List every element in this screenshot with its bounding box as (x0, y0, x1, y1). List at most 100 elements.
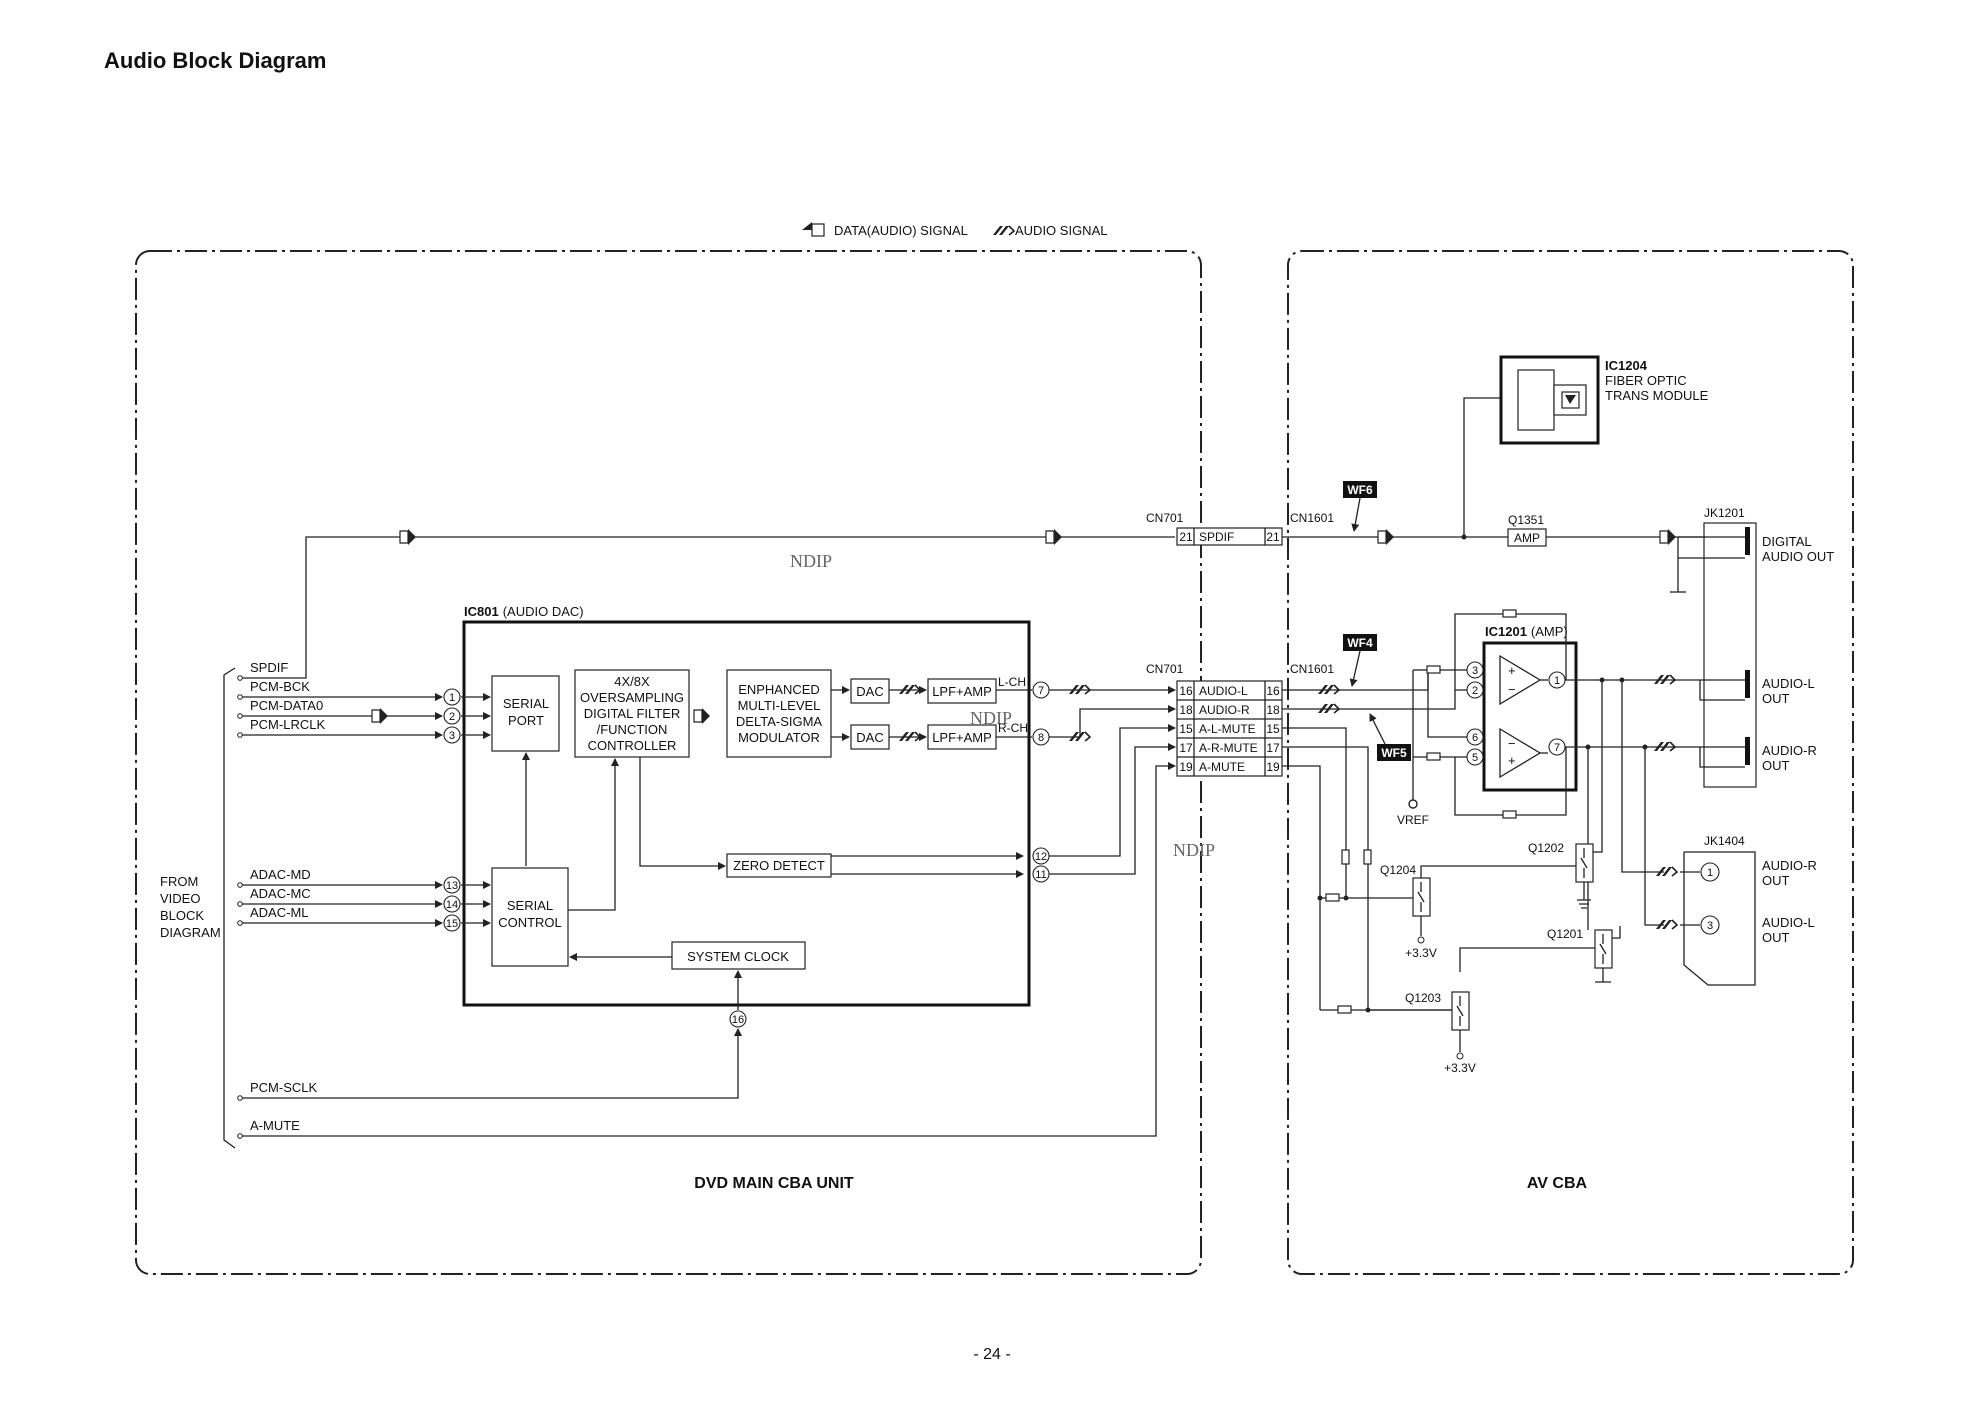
svg-text:18: 18 (1179, 703, 1193, 717)
data-signal-icon (1377, 528, 1395, 546)
jk1404-label: JK1404 (1704, 834, 1745, 848)
svg-text:DIGITAL FILTER: DIGITAL FILTER (584, 706, 681, 721)
a-mute-input-label: A-MUTE (250, 1118, 300, 1133)
pin-7: 7 (1032, 681, 1050, 699)
svg-text:DELTA-SIGMA: DELTA-SIGMA (736, 714, 823, 729)
svg-text:A-R-MUTE: A-R-MUTE (1199, 741, 1258, 755)
svg-text:SPDIF: SPDIF (1199, 530, 1234, 544)
r-ch-label: R-CH (998, 721, 1028, 735)
pin-11: 11 (1032, 865, 1050, 883)
audio-signal-icon (1065, 731, 1091, 745)
svg-text:3: 3 (1472, 665, 1478, 677)
svg-text:LPF+AMP: LPF+AMP (932, 684, 992, 699)
svg-text:WF6: WF6 (1347, 483, 1373, 497)
cn701-label: CN701 (1146, 662, 1184, 676)
svg-text:A-L-MUTE: A-L-MUTE (1199, 722, 1256, 736)
svg-text:DIAGRAM: DIAGRAM (160, 925, 221, 940)
svg-text:CONTROLLER: CONTROLLER (588, 738, 677, 753)
digital-filter-block (574, 669, 690, 758)
wf4-badge: WF4 (1343, 634, 1377, 687)
pin-16: 16 (729, 1010, 747, 1028)
photodiode-icon (1565, 395, 1576, 404)
svg-text:SYSTEM CLOCK: SYSTEM CLOCK (687, 949, 789, 964)
svg-text:+: + (1508, 663, 1516, 678)
svg-text:SERIAL: SERIAL (507, 898, 553, 913)
svg-text:3: 3 (1707, 920, 1713, 932)
audio-signal-icon (895, 731, 921, 745)
audio-signal-icon (1650, 741, 1676, 755)
data-signal-icon (693, 707, 711, 725)
jk1201-jack (1703, 522, 1757, 788)
data-signal-icon (802, 222, 812, 238)
pin-12: 12 (1032, 847, 1050, 865)
connector-rows: 16 AUDIO-L 16 18 AUDIO-R 18 15 A-L-MUTE … (1176, 680, 1283, 777)
ic1204-label: IC1204 (1605, 358, 1648, 373)
svg-text:FROM: FROM (160, 874, 198, 889)
svg-text:18: 18 (1266, 703, 1280, 717)
jk1404-jack (1683, 851, 1756, 986)
q1351-label: Q1351 (1508, 513, 1544, 527)
svg-text:14: 14 (446, 899, 458, 911)
pcm-lrclk-label: PCM-LRCLK (250, 717, 325, 732)
data-signal-icon (371, 707, 389, 725)
digital-out-label: AUDIO OUT (1762, 549, 1834, 564)
svg-text:12: 12 (1035, 851, 1047, 863)
svg-text:2: 2 (1472, 685, 1478, 697)
cn1601-label: CN1601 (1290, 511, 1334, 525)
svg-text:21: 21 (1179, 530, 1193, 544)
svg-text:3: 3 (449, 730, 455, 742)
jk1404-pin-1: 1 (1700, 862, 1720, 882)
q1204-label: Q1204 (1380, 863, 1416, 877)
audio-l-out-label: OUT (1762, 691, 1790, 706)
svg-text:11: 11 (1035, 869, 1046, 881)
svg-text:WF4: WF4 (1347, 636, 1373, 650)
audio-signal-icon (1652, 866, 1678, 880)
jk1404-audio-l-label: AUDIO-L (1762, 915, 1815, 930)
audio-signal-icon (895, 684, 921, 698)
l-ch-label: L-CH (998, 675, 1026, 689)
input-bracket (223, 667, 236, 1149)
digital-out-label: DIGITAL (1762, 534, 1812, 549)
pin-8: 8 (1032, 728, 1050, 746)
svg-text:MULTI-LEVEL: MULTI-LEVEL (738, 698, 821, 713)
audio-r-out-label: AUDIO-R (1762, 743, 1817, 758)
data-signal-icon (399, 528, 417, 546)
svg-text:5: 5 (1472, 752, 1478, 764)
svg-text:7: 7 (1038, 685, 1044, 697)
svg-text:2: 2 (449, 711, 455, 723)
svg-text:DAC: DAC (856, 684, 883, 699)
wf5-badge: WF5 (1369, 713, 1411, 761)
spdif-input-label: SPDIF (250, 660, 288, 675)
ic1201-pin-6: 6 (1466, 728, 1484, 746)
svg-text:VIDEO: VIDEO (160, 891, 200, 906)
audio-signal-icon (1065, 684, 1091, 698)
delta-sigma-modulator-block (726, 669, 832, 758)
svg-text:/FUNCTION: /FUNCTION (597, 722, 668, 737)
svg-text:A-MUTE: A-MUTE (1199, 760, 1245, 774)
svg-text:−: − (1508, 736, 1516, 751)
watermark: NDIP (790, 551, 832, 571)
ic1201-pin-5: 5 (1466, 748, 1484, 766)
svg-text:15: 15 (446, 918, 458, 930)
svg-text:15: 15 (1179, 722, 1193, 736)
legend: DATA(AUDIO) SIGNAL AUDIO SIGNAL (802, 222, 1107, 239)
data-signal-icon (1045, 528, 1063, 546)
watermark: NDIP (1173, 840, 1215, 860)
spdif-wire (242, 536, 1175, 679)
svg-text:19: 19 (1266, 760, 1280, 774)
system-clock-block (671, 941, 806, 970)
ic1201-label: IC1201(AMP) (1485, 624, 1568, 639)
svg-text:4X/8X: 4X/8X (614, 674, 650, 689)
svg-text:ENPHANCED: ENPHANCED (738, 682, 820, 697)
svg-text:DAC: DAC (856, 730, 883, 745)
legend-data-signal: DATA(AUDIO) SIGNAL (834, 223, 968, 238)
svg-text:AMP: AMP (1514, 531, 1540, 545)
svg-text:6: 6 (1472, 732, 1478, 744)
v33-label: +3.3V (1405, 946, 1437, 960)
pcm-data0-label: PCM-DATA0 (250, 698, 323, 713)
svg-text:7: 7 (1554, 742, 1560, 754)
jk1201-label: JK1201 (1704, 506, 1745, 520)
pcm-bck-label: PCM-BCK (250, 679, 310, 694)
audio-signal-icon (1650, 674, 1676, 688)
